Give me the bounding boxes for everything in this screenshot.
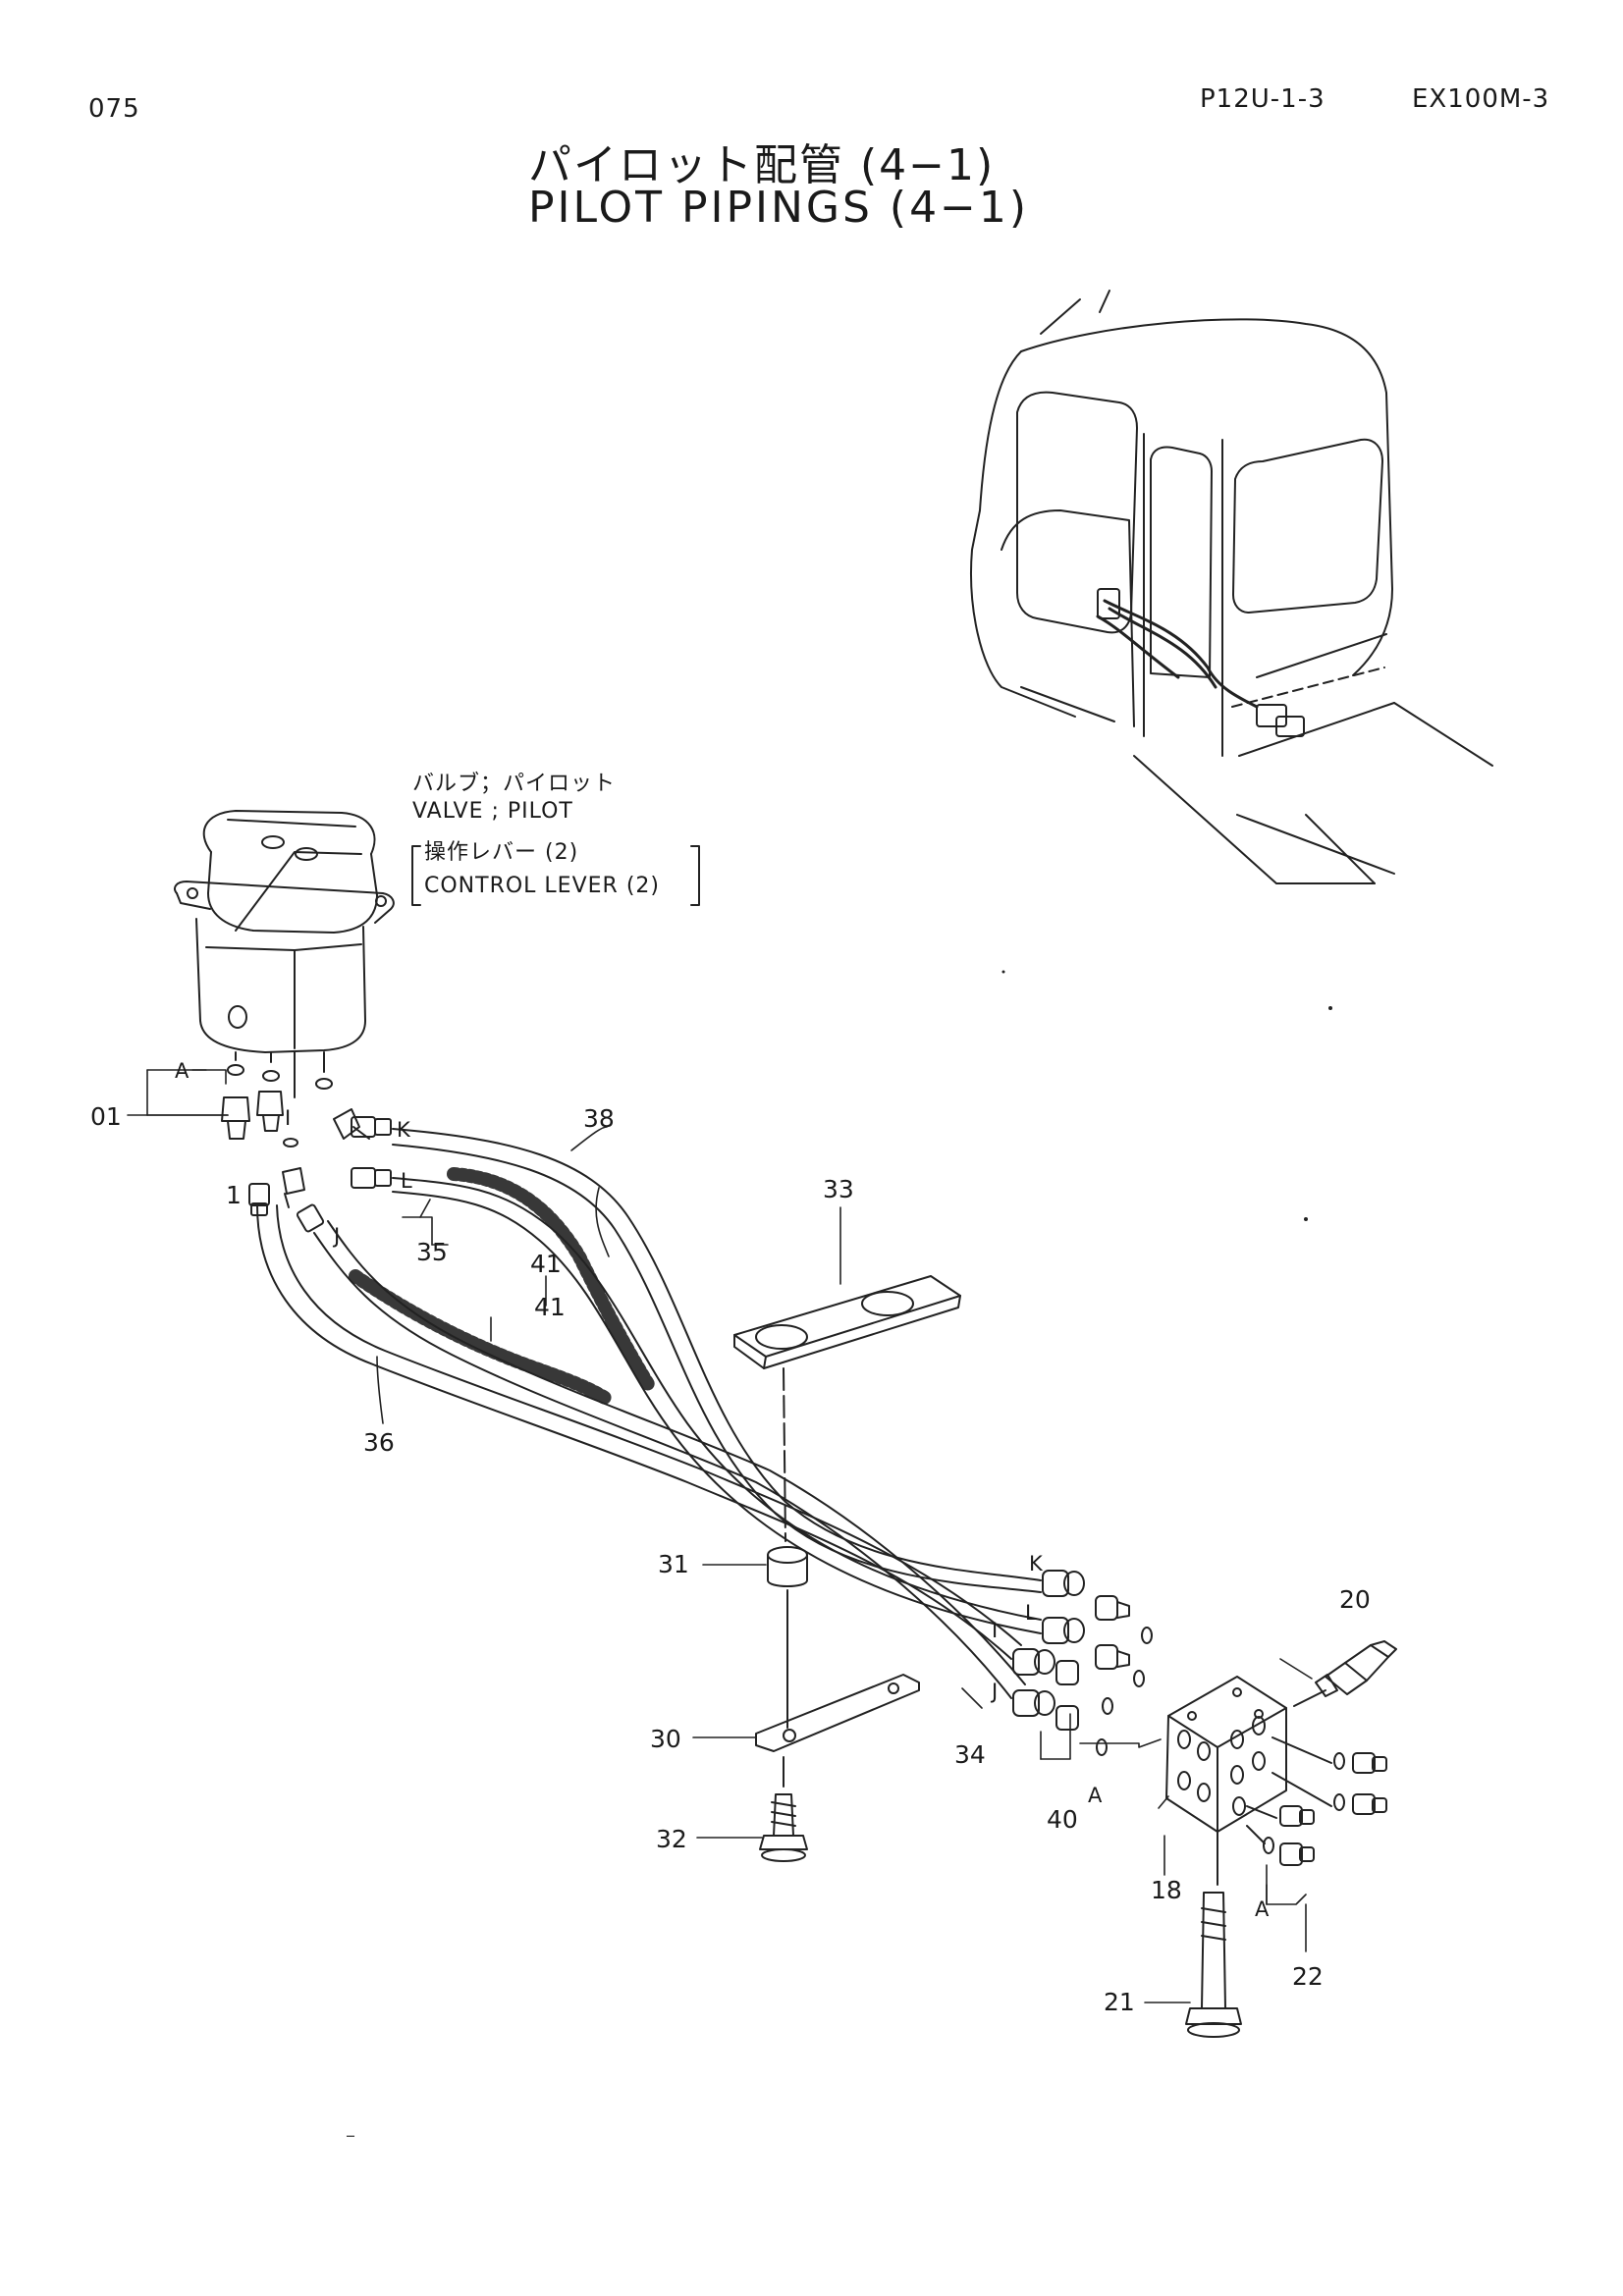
callout-30: 30: [650, 1725, 681, 1753]
callout-34: 34: [954, 1740, 986, 1769]
note-valve-pilot-en: VALVE ; PILOT: [412, 799, 573, 824]
callout-40: 40: [1047, 1805, 1078, 1834]
mounting-hardware-stack: [755, 1367, 920, 1862]
pilot-hoses: [256, 1128, 1042, 1699]
pilot-valve-illustration: [174, 810, 395, 1053]
callout-22: 22: [1292, 1962, 1324, 1991]
hose-end-fittings-bottom: [1012, 1570, 1153, 1756]
page-number: 075: [88, 94, 140, 124]
model-code: EX100M-3: [1412, 84, 1550, 114]
callout-41b: 41: [534, 1293, 566, 1321]
bolt-21: [1185, 1831, 1242, 2038]
marker-a-top: A: [175, 1059, 189, 1083]
note-control-lever-jp: 操作レバー (2): [424, 840, 579, 865]
marker-k-top: K: [397, 1118, 411, 1142]
valve-port-fittings: [221, 1051, 370, 1208]
marker-i-top: I: [285, 1106, 291, 1130]
callout-32: 32: [656, 1825, 687, 1853]
callout-36: 36: [363, 1428, 395, 1457]
hose-protectors: [349, 1167, 655, 1405]
marker-k-bottom: K: [1029, 1552, 1044, 1575]
manifold-side-fittings: [1246, 1689, 1387, 1866]
callout-41a: 41: [530, 1250, 562, 1278]
marker-l-top: L: [401, 1169, 412, 1193]
callout-33: 33: [823, 1175, 854, 1203]
leader-lines: [127, 1069, 1313, 2003]
marker-j-bottom: J: [990, 1680, 998, 1703]
title-japanese: パイロット配管 (4−1): [528, 140, 996, 190]
callout-20: 20: [1339, 1585, 1371, 1614]
callout-35: 35: [416, 1238, 448, 1266]
marker-a-right: A: [1255, 1897, 1270, 1921]
callout-01: 01: [90, 1102, 122, 1131]
note-valve-pilot-jp: バルブ；パイロット: [412, 772, 617, 796]
small-dots: [1001, 970, 1332, 1221]
section-code: P12U-1-3: [1200, 84, 1325, 114]
manifold-block-18: [1165, 1676, 1287, 1833]
callout-18: 18: [1151, 1876, 1182, 1904]
footer-mark: –: [346, 2123, 355, 2147]
callout-31: 31: [658, 1550, 689, 1578]
cab-illustration: [970, 290, 1493, 884]
marker-a-mid: A: [1088, 1784, 1103, 1807]
note-bracket-left: [411, 845, 421, 906]
callout-labels: 01 1 38 33 35 41 41 36 31 30 32 34 40 18…: [90, 1102, 1371, 2016]
callout-1: 1: [226, 1181, 242, 1209]
callout-38: 38: [583, 1104, 615, 1133]
hose-end-fittings-top: [248, 1116, 392, 1233]
marker-j-top: J: [332, 1224, 340, 1248]
note-control-lever-en: CONTROL LEVER (2): [424, 874, 660, 898]
callout-21: 21: [1104, 1988, 1135, 2016]
pressure-switch-20: [1315, 1640, 1397, 1697]
note-bracket-right: [690, 845, 700, 906]
marker-i-bottom: I: [992, 1619, 998, 1642]
marker-l-bottom: L: [1025, 1601, 1037, 1625]
plate-33: [733, 1275, 961, 1369]
connection-markers: A K L J I K L I J A A: [175, 1059, 1270, 1921]
title-english: PILOT PIPINGS (4−1): [528, 183, 1030, 233]
